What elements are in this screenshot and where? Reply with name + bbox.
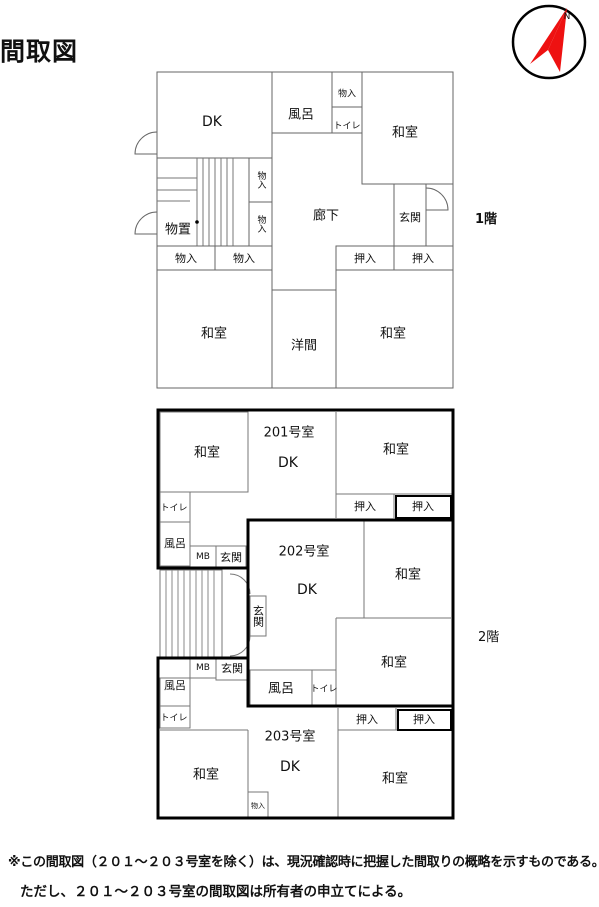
u201-mb: MB: [196, 552, 210, 562]
unit-203-name: 203号室: [264, 729, 316, 745]
floor2-label: 2階: [478, 630, 500, 645]
north-arrow-icon: [511, 4, 587, 80]
u202-bath: 風呂: [267, 681, 295, 697]
page-title: 間取図: [0, 37, 79, 66]
u201-oshiire2: 押入: [412, 500, 434, 513]
note-line-2: ただし、２０１～２０３号室の間取図は所有者の申立てによる。: [20, 884, 412, 900]
u202-washitsu-s: 和室: [380, 655, 408, 671]
u201-washitsu-w: 和室: [193, 445, 221, 461]
u202-washitsu-n: 和室: [394, 567, 422, 583]
f1-closet-top: 物入: [337, 89, 357, 100]
f1-closet-w2: 物入: [233, 252, 255, 265]
u202-dk: DK: [297, 582, 317, 598]
u203-dk: DK: [280, 759, 300, 775]
u201-oshiire1: 押入: [354, 500, 376, 513]
note-line-1: ※この間取図（２０１～２０３号室を除く）は、現況確認時に把握した間取りの概略を示…: [8, 855, 599, 870]
u202-toilet: トイレ: [310, 684, 338, 695]
unit-201-name: 201号室: [263, 425, 315, 441]
u203-toilet: トイレ: [160, 713, 188, 724]
u203-washitsu-e: 和室: [381, 771, 409, 787]
u201-washitsu-e: 和室: [382, 442, 410, 458]
f1-corridor: 廊下: [312, 208, 340, 224]
oshiire-box: [395, 495, 452, 519]
u201-dk: DK: [278, 455, 298, 471]
f1-toilet: トイレ: [333, 121, 361, 132]
f1-oshiire1: 押入: [354, 252, 376, 265]
u201-toilet: トイレ: [160, 503, 188, 514]
f1-storage: 物置: [164, 222, 192, 238]
f1-washitsu-se: 和室: [379, 326, 407, 342]
stair-marker: [195, 220, 199, 224]
f1-closet-w1: 物入: [175, 252, 197, 265]
f1-bath: 風呂: [287, 107, 315, 123]
u203-washitsu-w: 和室: [192, 767, 220, 783]
north-label: N: [563, 12, 571, 22]
u203-mb: MB: [196, 663, 210, 673]
u201-bath: 風呂: [164, 537, 186, 550]
u202-entrance: 玄関: [251, 605, 265, 627]
u203-closet: 物入: [251, 802, 265, 810]
f1-entrance: 玄関: [399, 211, 421, 224]
u203-oshiire1: 押入: [356, 713, 378, 726]
floor1-label: 1階: [475, 212, 498, 227]
u203-bath: 風呂: [164, 679, 186, 692]
f1-yoma: 洋間: [290, 338, 318, 354]
f1-dk: DK: [202, 114, 222, 130]
f1-washitsu-ne: 和室: [391, 125, 419, 141]
u203-entrance: 玄関: [221, 662, 243, 675]
f1-closet-stair1: 物入: [255, 171, 266, 189]
u203-oshiire2: 押入: [413, 713, 435, 726]
u201-entrance: 玄関: [220, 551, 242, 564]
f1-oshiire2: 押入: [412, 252, 434, 265]
oshiire-box: [397, 709, 452, 731]
f1-closet-stair2: 物入: [255, 215, 266, 233]
f1-washitsu-sw: 和室: [200, 326, 228, 342]
unit-202-name: 202号室: [278, 544, 330, 560]
